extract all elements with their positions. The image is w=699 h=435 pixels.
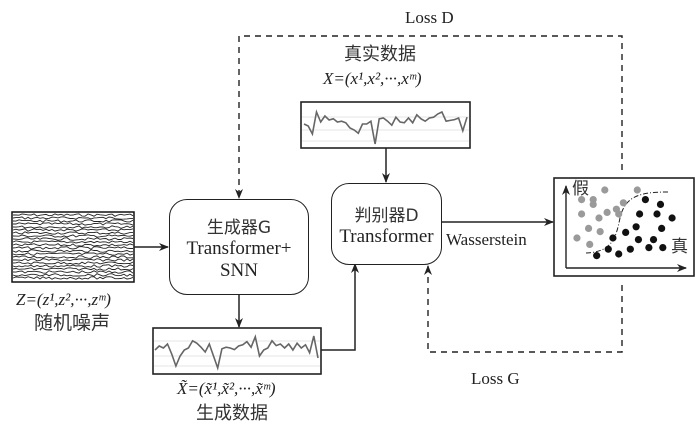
loss-g-label: Loss G xyxy=(471,369,520,388)
arrow-fake-to-discriminator xyxy=(321,263,359,351)
real-sample-point xyxy=(659,244,667,252)
real-sample-point xyxy=(645,244,653,252)
fake-data-formula: X̃=(x̃¹,x̃²,···,x̃ᵐ) xyxy=(177,379,276,398)
loss-d-path xyxy=(235,35,623,199)
fake-sample-point xyxy=(619,199,627,207)
real-sample-point xyxy=(615,250,623,258)
decision-boundary xyxy=(585,191,669,254)
scatter-y-label: 假 xyxy=(572,179,589,199)
fake-sample-point xyxy=(601,186,609,194)
noise-trace xyxy=(12,255,133,259)
real-sample-point xyxy=(634,236,643,244)
noise-trace xyxy=(12,237,134,241)
noise-trace xyxy=(12,228,134,232)
real-data-caption: 真实数据 xyxy=(344,44,416,65)
noise-trace xyxy=(12,243,134,247)
noise-trace xyxy=(12,249,134,253)
discriminator-model: Transformer xyxy=(339,225,434,247)
noise-trace xyxy=(13,213,134,217)
real-sample-point xyxy=(609,234,617,242)
fake-data-chart xyxy=(152,327,322,375)
real-sample-point xyxy=(632,223,640,231)
fake-sample-point xyxy=(596,228,604,236)
real-sample-point xyxy=(622,228,630,236)
real-data-chart xyxy=(300,101,471,149)
real-sample-point xyxy=(604,245,612,253)
generator-node: 生成器G Transformer+ SNN xyxy=(169,199,309,295)
real-sample-point xyxy=(626,245,634,253)
fake-sample-point xyxy=(595,214,603,222)
generator-title: 生成器G xyxy=(206,217,272,238)
loss-d-label: Loss D xyxy=(405,8,454,27)
fake-sample-point xyxy=(589,196,597,204)
real-sample-point xyxy=(649,236,658,244)
discriminator-node: 判别器D Transformer xyxy=(331,183,442,265)
noise-trace xyxy=(12,261,134,265)
real-sample-point xyxy=(641,196,650,204)
fake-sample-point xyxy=(586,240,594,248)
noise-trace xyxy=(12,231,133,235)
loss-g-path xyxy=(424,265,623,353)
noise-trace xyxy=(12,276,134,280)
wasserstein-label: Wasserstein xyxy=(446,230,527,249)
noise-trace xyxy=(12,267,134,271)
noise-trace xyxy=(12,240,134,244)
fake-data-caption: 生成数据 xyxy=(196,403,268,424)
fake-sample-point xyxy=(612,205,621,213)
noise-trace xyxy=(12,234,134,238)
fake-sample-point xyxy=(584,224,593,232)
fake-data-line xyxy=(154,334,319,371)
fake-sample-point xyxy=(578,196,586,204)
noise-trace xyxy=(12,252,134,256)
noise-trace xyxy=(13,222,134,226)
fake-sample-point xyxy=(573,234,581,242)
real-data-line xyxy=(303,109,468,145)
fake-sample-point xyxy=(578,210,586,218)
scatter-x-label: 真 xyxy=(671,237,688,257)
real-sample-point xyxy=(668,214,676,222)
noise-trace xyxy=(12,225,134,229)
noise-trace xyxy=(12,264,134,268)
generator-model: Transformer+ xyxy=(186,237,292,259)
noise-image xyxy=(11,211,135,283)
noise-trace xyxy=(12,273,134,277)
real-sample-point xyxy=(593,252,601,260)
noise-trace xyxy=(12,219,134,223)
real-sample-point xyxy=(636,210,644,218)
noise-trace xyxy=(12,270,134,274)
real-data-formula: X=(x¹,x²,···,xᵐ) xyxy=(323,69,422,88)
noise-trace xyxy=(12,246,133,250)
fake-sample-point xyxy=(633,186,641,194)
real-sample-point xyxy=(656,200,665,208)
noise-caption: 随机噪声 xyxy=(34,312,111,334)
generator-model-extra: SNN xyxy=(219,259,258,281)
fake-sample-point xyxy=(603,208,611,216)
noise-trace xyxy=(12,258,134,262)
real-sample-point xyxy=(658,224,666,232)
noise-trace xyxy=(12,216,134,220)
scatter-panel xyxy=(553,177,695,277)
noise-formula: Z=(z¹,z²,···,zᵐ) xyxy=(16,290,111,309)
discriminator-title: 判别器D xyxy=(354,205,419,226)
real-sample-point xyxy=(653,210,661,218)
